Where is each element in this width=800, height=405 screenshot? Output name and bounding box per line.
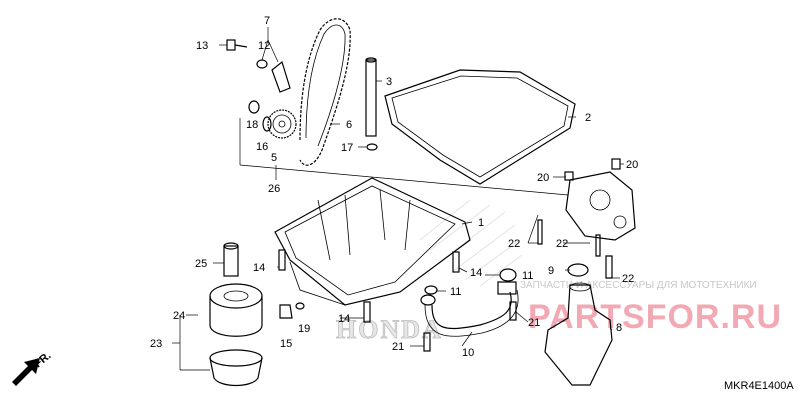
washer-11-left bbox=[424, 285, 438, 295]
callout-26: 26 bbox=[268, 183, 280, 195]
bolt-13 bbox=[226, 39, 248, 51]
callout-2: 2 bbox=[585, 112, 591, 124]
callout-22-mid: 22 bbox=[556, 238, 568, 250]
callout-11-left: 11 bbox=[450, 286, 461, 298]
callout-14-right: 14 bbox=[470, 267, 482, 279]
callout-18: 18 bbox=[246, 119, 258, 131]
hatch-area bbox=[419, 199, 523, 287]
callout-3: 3 bbox=[386, 76, 392, 88]
chain-6 bbox=[299, 18, 351, 166]
callout-17: 17 bbox=[341, 142, 353, 154]
oring-17 bbox=[366, 143, 378, 151]
watermark-text: ЗАПЧАСТИ И АКСЕССУАРЫ ДЛЯ МОТОТЕХНИКИ bbox=[520, 280, 757, 291]
callout-25: 25 bbox=[195, 258, 207, 270]
callout-13: 13 bbox=[196, 40, 208, 52]
callout-22-left: 22 bbox=[508, 238, 520, 250]
callout-10: 10 bbox=[462, 347, 474, 359]
leader-lines bbox=[172, 27, 624, 371]
front-direction-indicator: FR. bbox=[12, 350, 54, 386]
brand-mark-text: HONDA bbox=[336, 315, 443, 344]
callout-21-right: 21 bbox=[528, 317, 540, 329]
callout-14-bottom: 14 bbox=[338, 313, 350, 325]
watermark: HONDA ЗАПЧАСТИ И АКСЕССУАРЫ ДЛЯ МОТОТЕХН… bbox=[336, 199, 782, 344]
oring-9 bbox=[567, 263, 589, 277]
bolts-14-21 bbox=[278, 249, 517, 352]
oil-pan-1 bbox=[274, 177, 471, 306]
callout-1: 1 bbox=[478, 217, 484, 229]
oil-filter-24 bbox=[209, 283, 263, 337]
callout-9: 9 bbox=[548, 265, 554, 277]
washers-18-16 bbox=[248, 100, 272, 132]
strainer-8 bbox=[544, 282, 613, 386]
shaft-3 bbox=[365, 57, 377, 137]
washer-11-right bbox=[499, 268, 517, 282]
callout-5: 5 bbox=[271, 152, 277, 164]
filter-cup-23 bbox=[209, 349, 263, 387]
callout-20-top: 20 bbox=[626, 159, 638, 171]
diagram-code: MKR4E1400A bbox=[724, 380, 794, 392]
callout-15: 15 bbox=[280, 338, 292, 350]
callouts: 13 7 12 3 2 6 18 16 5 17 26 20 20 1 22 2… bbox=[150, 15, 638, 359]
callout-14-left: 14 bbox=[253, 262, 265, 274]
plug-15-19 bbox=[279, 302, 305, 319]
callout-22-right: 22 bbox=[622, 273, 634, 285]
front-arrow-icon bbox=[12, 358, 40, 386]
callout-24: 24 bbox=[173, 310, 185, 322]
tensioner-12 bbox=[256, 59, 291, 93]
callout-7: 7 bbox=[264, 15, 270, 27]
oil-pump-block bbox=[564, 158, 636, 241]
callout-21-left: 21 bbox=[392, 341, 404, 353]
gasket-2 bbox=[384, 69, 576, 185]
callout-6: 6 bbox=[346, 119, 352, 131]
watermark-logo: PARTSFOR.RU bbox=[528, 298, 782, 336]
sprocket-5 bbox=[267, 109, 297, 139]
fitting-25 bbox=[223, 242, 239, 277]
callout-12: 12 bbox=[258, 40, 270, 52]
callout-16: 16 bbox=[256, 141, 268, 153]
callout-11-right: 11 bbox=[522, 270, 533, 282]
callout-23: 23 bbox=[150, 338, 162, 350]
callout-19: 19 bbox=[298, 323, 310, 335]
callout-20-left: 20 bbox=[537, 172, 549, 184]
callout-8: 8 bbox=[616, 322, 622, 334]
